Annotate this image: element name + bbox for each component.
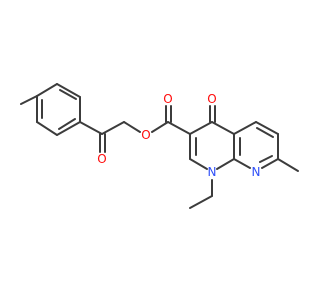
bond-n1-c2 (189, 158, 208, 170)
bond-c5-c6 (255, 121, 279, 135)
bond-tol-1 (36, 83, 58, 97)
atom-n1: N (208, 165, 217, 179)
molecule-canvas: O O O O N N (20, 83, 299, 209)
bond-methyl-c7 (277, 158, 299, 172)
atom-o-ester-carbonyl: O (163, 92, 172, 106)
bond-c7-n8 (261, 158, 279, 169)
bond-ester-o-c (151, 121, 169, 133)
bonds (20, 83, 299, 209)
bond-carbonyl-ch2 (101, 121, 125, 135)
bond-tol-2 (56, 83, 81, 98)
bond-tol-5 (36, 121, 58, 136)
bond-ch2-ester-o (123, 121, 141, 133)
bond-c7-n8-inner (259, 155, 273, 163)
atom-n8: N (252, 165, 261, 179)
bond-ester-c3 (167, 121, 191, 135)
atom-labels: O O O O N N (97, 92, 260, 179)
bond-c3-c4 (189, 121, 213, 135)
bond-c8a-n1 (216, 158, 235, 170)
bond-c5-c6-inner (256, 127, 274, 138)
bond-ring-carbonyl (79, 121, 103, 135)
bond-ethyl (189, 195, 213, 209)
bond-n8-c8a (233, 158, 251, 169)
atom-o-ring-ketone: O (207, 92, 216, 106)
atom-o-ester: O (141, 128, 150, 142)
bond-methyl-toluene (20, 95, 38, 105)
structure-diagram: O O O O N N (20, 83, 299, 209)
bond-tol-inner-2 (58, 118, 76, 130)
atom-o-ketone-left: O (97, 152, 106, 166)
bond-tol-inner-1 (59, 89, 77, 100)
bond-tol-4 (56, 121, 81, 136)
bond-c4-c4a (211, 121, 235, 135)
bond-c4a-c5 (233, 121, 257, 135)
